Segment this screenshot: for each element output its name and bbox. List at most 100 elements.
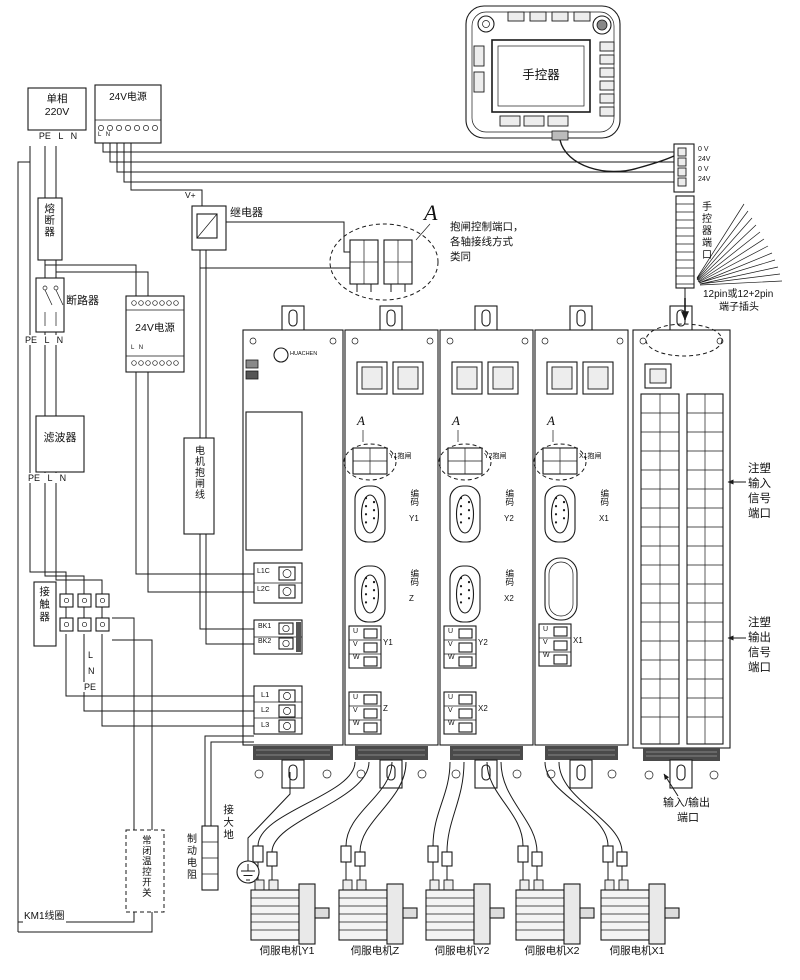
psu-24v-mid (125, 295, 185, 373)
module2-enc2-label: 编码 (504, 569, 515, 586)
pendant-pin-0v-b: 0 V (698, 166, 709, 173)
module3-brake-label: X1抱闸 (579, 453, 602, 460)
vent-grilles (253, 746, 720, 761)
contactor (33, 581, 110, 647)
motor-label-y1: 伺服电机Y1 (259, 945, 315, 957)
phase-n-label: N (87, 666, 96, 677)
pendant-screen-label: 手控器 (522, 68, 560, 82)
module1-enc1-label: 编码 (409, 489, 420, 506)
servo-motor (600, 879, 680, 945)
mains-terminals (253, 685, 303, 735)
motor-label-z: 伺服电机Z (350, 945, 400, 957)
motor-label-x2: 伺服电机X2 (524, 945, 580, 957)
axis-module-1-connectors (343, 443, 397, 735)
km1-coil-label: KM1线圈 (23, 911, 66, 923)
brand-label: HUACHEN (290, 351, 318, 357)
uvw-u: U (543, 626, 549, 633)
uvw-w: W (448, 654, 455, 661)
uvw-u: U (448, 628, 454, 635)
module1-uvw1-axis: Y1 (383, 638, 393, 647)
module1-uvw2-axis: Z (383, 704, 388, 713)
supply-220v-box (27, 87, 87, 131)
circuit-breaker (35, 277, 65, 333)
inj-out-line3: 信号 (748, 647, 771, 659)
module2-a-label: A (452, 413, 460, 428)
module2-uvw2-axis: X2 (478, 704, 488, 713)
inj-out-line4: 端口 (748, 662, 771, 674)
pendant-screen (491, 39, 591, 113)
pendant-pin-24v-a: 24V (698, 156, 711, 163)
pendant-knob (477, 15, 495, 33)
wiring-harness (17, 139, 783, 933)
psu-mid-label: 24V电源 (135, 322, 175, 334)
inj-in-line3: 信号 (748, 493, 771, 505)
term-bk2: BK2 (258, 638, 272, 645)
cn-connectors (356, 361, 672, 395)
fuse-box (37, 197, 63, 261)
uvw-v: V (353, 641, 358, 648)
uvw-v: V (543, 639, 548, 646)
module3-a-label: A (547, 413, 555, 428)
fuse-label: 熔断器 (43, 203, 56, 238)
uvw-w: W (543, 652, 550, 659)
motor-label-y2: 伺服电机Y2 (434, 945, 490, 957)
plug-note-line2: 端子插头 (719, 302, 759, 313)
psu-24v-top (94, 84, 162, 144)
module3-uvw1-axis: X1 (573, 636, 583, 645)
brake-terminals (253, 619, 303, 655)
inj-out-line1: 注塑 (748, 617, 771, 629)
callout-a-label: A (424, 200, 438, 225)
pendant-port-label: 手控器端口 (699, 201, 711, 261)
term-l1: L1 (261, 690, 270, 699)
pendant-bottom-keys (499, 115, 569, 127)
pendant-top-keys (507, 11, 591, 22)
temp-switch-label: 常闭温控开关 (139, 835, 151, 898)
module1-enc2-axis: Z (409, 594, 414, 603)
braking-resistor-label: 制动电阻 (184, 833, 196, 881)
inj-out-line2: 输出 (748, 632, 771, 644)
ground-label: 接大地 (222, 804, 235, 842)
module1-brake-label: Y1抱闸 (389, 453, 412, 460)
module3-enc1-label: 编码 (599, 489, 610, 506)
pe-l-n-label: PE L N (38, 131, 78, 141)
io-port-line1: 输入/输出 (663, 797, 711, 809)
module2-enc2-axis: X2 (504, 594, 514, 603)
braking-resistor (201, 825, 219, 891)
inj-in-line4: 端口 (748, 508, 771, 520)
servo-motor (338, 879, 418, 945)
supply-220v-label-line1: 单相 (46, 93, 68, 105)
uvw-v: V (448, 641, 453, 648)
uvw-v: V (353, 707, 358, 714)
uvw-w: W (448, 720, 455, 727)
servo-motor (250, 879, 330, 945)
motor-cable-connectors (252, 845, 628, 867)
axis-module-2-connectors (438, 443, 492, 735)
uvw-w: W (353, 720, 360, 727)
brake-note-line1: 抱闸控制端口， (450, 221, 524, 233)
earth-ground-symbol (236, 860, 260, 884)
line-filter (35, 415, 85, 473)
phase-l-label: L (87, 650, 95, 661)
temp-switch-box (125, 829, 165, 913)
pendant-connector (673, 143, 695, 193)
brake-callout (329, 223, 439, 301)
led-indicator (245, 359, 259, 369)
servo-motor (515, 879, 595, 945)
brake-note-line2: 各轴接线方式 (450, 236, 513, 248)
io-terminal-strips (640, 393, 724, 745)
motor-brake-line-box (183, 437, 215, 535)
module2-uvw1-axis: Y2 (478, 638, 488, 647)
io-top-callout (645, 323, 723, 357)
pendant-pin-24v-b: 24V (698, 176, 711, 183)
psu-top-label: 24V电源 (109, 92, 147, 103)
term-bk1: BK1 (258, 623, 272, 630)
brand-logo (273, 347, 289, 363)
term-l1c: L1C (257, 568, 270, 575)
psu-mid-terminals: L N (131, 345, 144, 351)
contactor-label: 接触器 (38, 586, 51, 624)
uvw-w: W (353, 654, 360, 661)
term-l2c: L2C (257, 586, 270, 593)
uvw-v: V (448, 707, 453, 714)
